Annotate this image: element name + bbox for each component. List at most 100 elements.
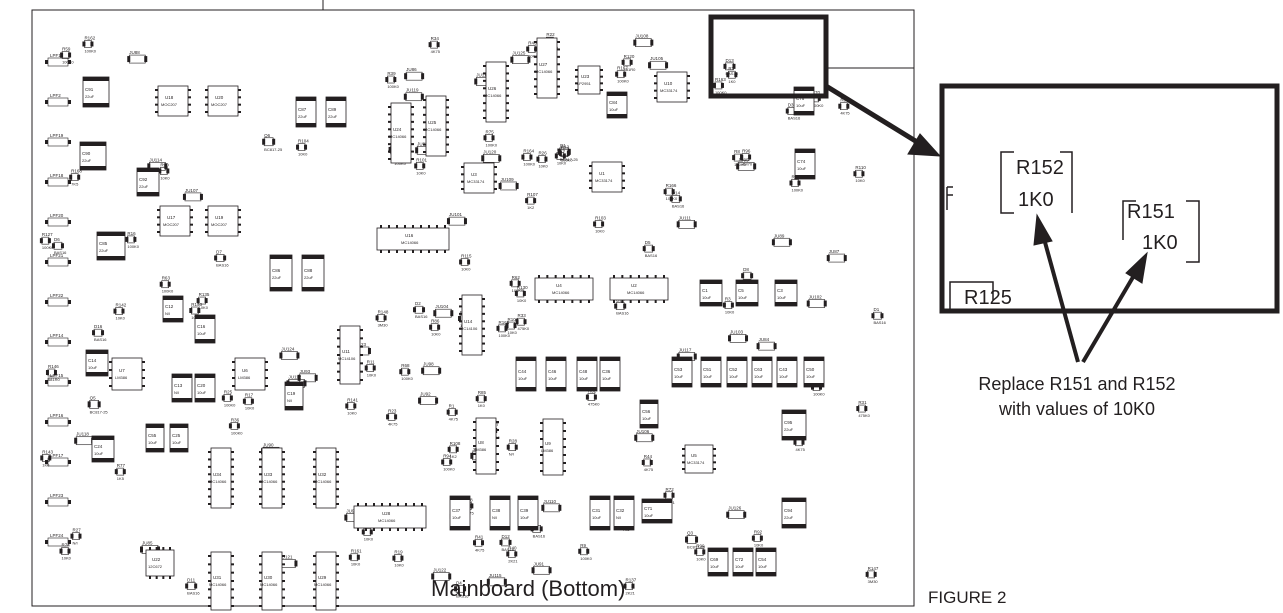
resistor-ref: R92 <box>754 530 763 535</box>
capacitor-ref: C92 <box>139 177 148 182</box>
resistor-value: 10K0 <box>725 310 735 315</box>
capacitor-value: 22uF <box>272 275 282 280</box>
diode-ref: D2 <box>415 301 421 306</box>
ic-ref: U2 <box>631 283 637 288</box>
resistor-value: 100K0 <box>42 245 54 250</box>
resistor-value: 100K0 <box>231 430 243 435</box>
capacitor-value: 22uF <box>784 427 794 432</box>
resistor-ref: R165 <box>498 320 509 325</box>
ic-value: MOC207 <box>211 102 228 107</box>
resistor-value: 10K0 <box>394 563 404 568</box>
capacitor-ref: C31 <box>592 508 601 513</box>
resistor-ref: R9 <box>580 543 586 548</box>
resistor-value: 3M30 <box>868 579 879 584</box>
jumper-ref: JU107 <box>185 188 199 193</box>
filter-ref: LPF14 <box>50 333 64 338</box>
ic-ref: U1 <box>599 171 605 176</box>
ic-ref: U7 <box>119 368 125 373</box>
capacitor-ref: C36 <box>602 369 611 374</box>
jumper-ju125: JU125 <box>510 51 531 64</box>
resistor-ref: R99 <box>696 543 705 548</box>
resistor-value: 1K5 <box>117 476 125 481</box>
jumper-ju120: JU120 <box>481 149 502 163</box>
ic-ref: U20 <box>215 95 224 100</box>
filter-ref: LPF18 <box>50 173 64 178</box>
ic-ref: U24 <box>393 127 402 132</box>
ic-ref: U34 <box>213 472 222 477</box>
resistor-ref: R26 <box>538 151 547 156</box>
jumper-ju115: JU115 <box>486 573 507 587</box>
ic-ref: U14 <box>464 319 473 324</box>
ic-ref: U8 <box>478 440 484 445</box>
jumper-ref: JU126 <box>728 506 742 511</box>
ic-value: MC14106 <box>338 356 356 361</box>
jumper-ref: JU95 <box>738 157 749 162</box>
ic-value: 12C672 <box>148 564 163 569</box>
jumper-ref: JU112 <box>288 374 301 379</box>
capacitor-value: 10uF <box>579 376 589 381</box>
capacitor-value: 10uF <box>94 451 104 456</box>
jumper-ref: JU99 <box>346 509 357 514</box>
jumper-ju105: JU105 <box>648 56 669 70</box>
capacitor-value: 10uF <box>148 440 158 445</box>
resistor-ref: R22 <box>546 32 555 37</box>
resistor-value: 100K0 <box>812 103 824 108</box>
jumper-ref: JU97 <box>417 141 428 146</box>
filter-ref: LPF20 <box>50 213 64 218</box>
filter-ref: LPF19 <box>50 133 64 138</box>
capacitor-ref: C91 <box>85 87 94 92</box>
diode-value: BAS16 <box>54 250 67 255</box>
resistor-value: 10K0 <box>528 54 538 59</box>
filter-ref: LPF22 <box>50 293 64 298</box>
resistor-ref: R85 <box>478 390 487 395</box>
resistor-ref: R70 <box>812 90 821 95</box>
ic-ref: U29 <box>318 575 327 580</box>
capacitor-value: 10uF <box>644 513 654 518</box>
jumper-ref: JU101 <box>449 212 463 217</box>
ic-value: MC14066 <box>552 290 570 295</box>
resistor-ref: R153 <box>191 302 202 307</box>
capacitor-value: 10uF <box>548 376 558 381</box>
resistor-value: 10K0 <box>364 536 374 541</box>
resistor-ref: R72 <box>666 487 675 492</box>
jumper-ref: JU105 <box>650 56 664 61</box>
capacitor-ref: C13 <box>174 383 183 388</box>
ic-ref: U9 <box>545 441 551 446</box>
resistor-value: 100K0 <box>486 142 498 147</box>
jumper-ju88: JU88 <box>127 50 148 64</box>
zoom-value-r151: 1K0 <box>1142 232 1178 254</box>
resistor-value: 10K0 <box>855 178 865 183</box>
